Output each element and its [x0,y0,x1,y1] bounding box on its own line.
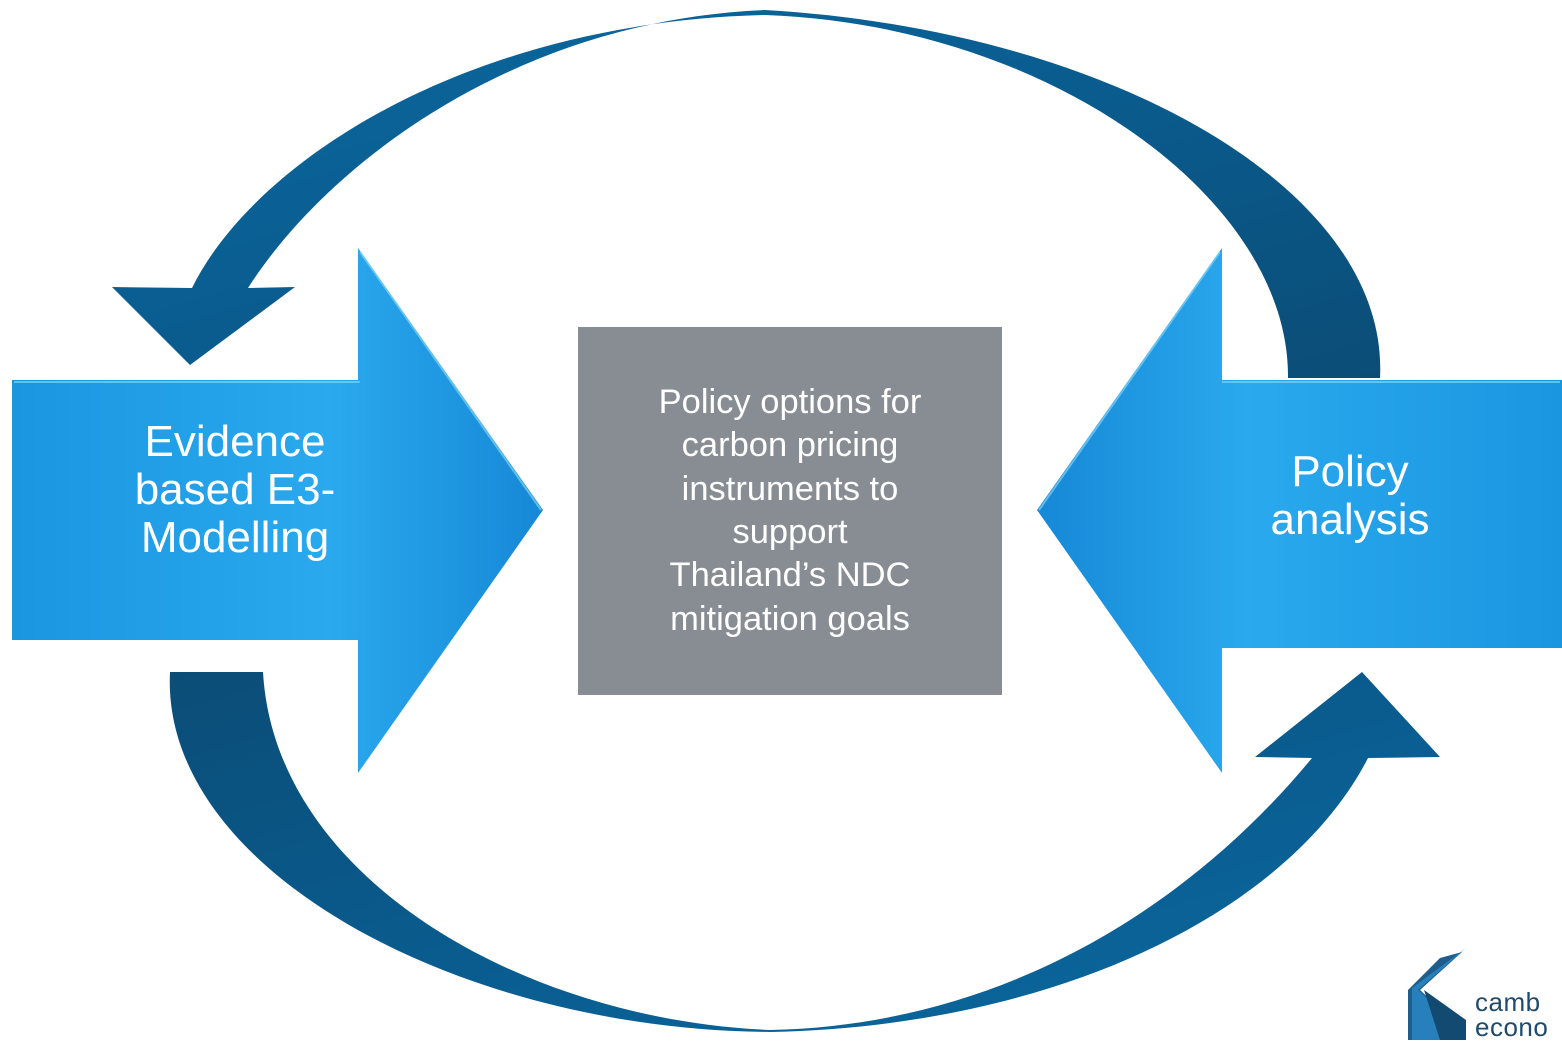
logo-text: camb econo [1475,987,1549,1042]
right-arrow-label: Policy analysis [1175,448,1525,544]
center-box-label: Policy options for carbon pricing instru… [578,327,1002,695]
left-label-line: Evidence [144,417,326,466]
top-cycle-arrow [112,10,1381,378]
logo-text-line: econo [1475,1011,1549,1042]
bottom-cycle-arrow [169,672,1440,1032]
left-block-arrow [12,248,543,773]
left-label-line: based E3- [134,464,336,514]
center-label-line: Thailand’s NDC [669,556,911,595]
right-label-line: analysis [1270,494,1430,544]
center-label-line: instruments to [681,469,899,508]
center-box [578,327,1002,695]
left-arrow-label: Evidence based E3- Modelling [60,418,410,562]
cambridge-econometrics-logo-icon [1408,948,1466,1040]
center-label-line: carbon pricing [681,426,899,465]
right-label-line: Policy [1291,447,1409,496]
left-label-line: Modelling [140,512,330,562]
left-arrow-highlight [14,251,542,511]
logo-text-line: camb [1475,987,1541,1017]
right-arrow-highlight [1038,251,1560,511]
center-label-line: Policy options for [658,382,922,421]
right-block-arrow [1037,248,1562,773]
center-label-line: mitigation goals [670,599,910,638]
center-label-line: support [732,513,848,551]
